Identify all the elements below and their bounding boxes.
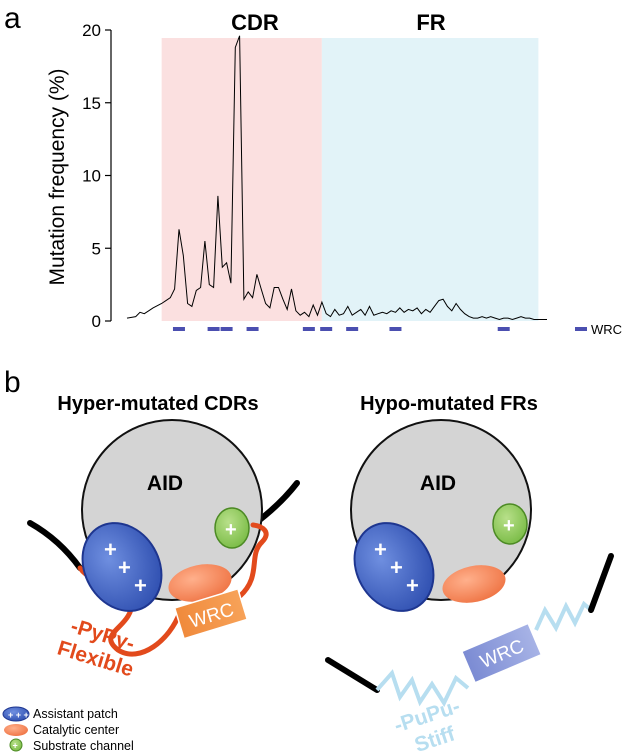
assistant-patch-right — [353, 522, 435, 612]
wrc-box-right — [460, 622, 543, 684]
wrc-box-left — [173, 587, 249, 640]
cdr-region-label: CDR — [231, 10, 279, 35]
right-dna-right-end — [588, 553, 614, 613]
legend-plus-icon: + + + — [8, 710, 29, 720]
wrc-marker — [220, 327, 233, 331]
wrc-marker — [389, 327, 402, 331]
aid-label-right: AID — [420, 472, 456, 495]
legend-assistant-patch: Assistant patch — [33, 707, 118, 721]
assistant-patch-legend-icon — [2, 706, 30, 722]
left-aid-diagram: AID + + + + WRC -PyPy- Flexible — [27, 419, 300, 681]
fr-region-label: FR — [416, 10, 445, 35]
catalytic-center-left — [168, 564, 232, 602]
right-diagram-title: Hypo-mutated FRs — [360, 393, 538, 415]
catalytic-center-legend-icon — [4, 724, 28, 736]
legend-substrate-channel: Substrate channel — [33, 739, 134, 753]
assistant-patch-left — [81, 522, 163, 612]
wrc-marker — [497, 327, 510, 331]
wrc-marker — [246, 327, 259, 331]
wrc-markers — [172, 327, 510, 331]
fr-region — [321, 38, 539, 321]
left-diagram-title: Hyper-mutated CDRs — [57, 393, 258, 415]
wrc-marker — [346, 327, 359, 331]
wrc-legend-label: WRC — [591, 322, 622, 337]
substrate-channel-legend-icon — [9, 738, 23, 752]
y-tick-label: 5 — [92, 239, 101, 258]
aid-label-left: AID — [147, 472, 183, 495]
left-dna-left-end — [27, 520, 83, 571]
channel-plus-icon: + — [503, 515, 515, 537]
patch-plus-icon: + — [406, 573, 419, 598]
substrate-channel-left — [214, 507, 250, 549]
patch-plus-icon: + — [390, 555, 403, 580]
chart-area: CDR FR 0 5 10 15 20 WRC Mutation frequency (… — [46, 10, 622, 337]
catalytic-center-right — [442, 565, 506, 603]
wrc-marker — [207, 327, 220, 331]
substrate-channel-right — [492, 503, 528, 545]
channel-plus-icon: + — [225, 519, 237, 541]
right-dna-left-end — [325, 657, 380, 693]
wrc-legend-swatch — [575, 327, 587, 331]
series-line — [126, 35, 547, 321]
panel-a-label: a — [4, 2, 21, 35]
patch-plus-icon: + — [374, 537, 387, 562]
y-tick-label: 10 — [82, 167, 101, 186]
legend-plus-icon: + — [13, 741, 18, 751]
wrc-marker — [302, 327, 315, 331]
panel-b-label: b — [4, 366, 21, 399]
right-aid-diagram: AID + + + + WRC -PuPu- Stiff — [325, 419, 614, 754]
y-axis-label: Mutation frequency (%) — [46, 68, 69, 285]
y-tick-label: 0 — [92, 312, 101, 331]
diagram-legend: + + + Assistant patch Catalytic center +… — [2, 706, 134, 753]
y-ticks: 0 5 10 15 20 — [82, 21, 111, 331]
patch-plus-icon: + — [134, 573, 147, 598]
stiff-dna-strand — [534, 600, 593, 633]
patch-plus-icon: + — [104, 537, 117, 562]
stiff-dna-strand — [375, 669, 470, 708]
wrc-marker — [172, 327, 185, 331]
patch-plus-icon: + — [118, 555, 131, 580]
y-tick-label: 20 — [82, 21, 101, 40]
y-tick-label: 15 — [82, 94, 101, 113]
wrc-marker — [320, 327, 333, 331]
legend-catalytic-center: Catalytic center — [33, 723, 119, 737]
